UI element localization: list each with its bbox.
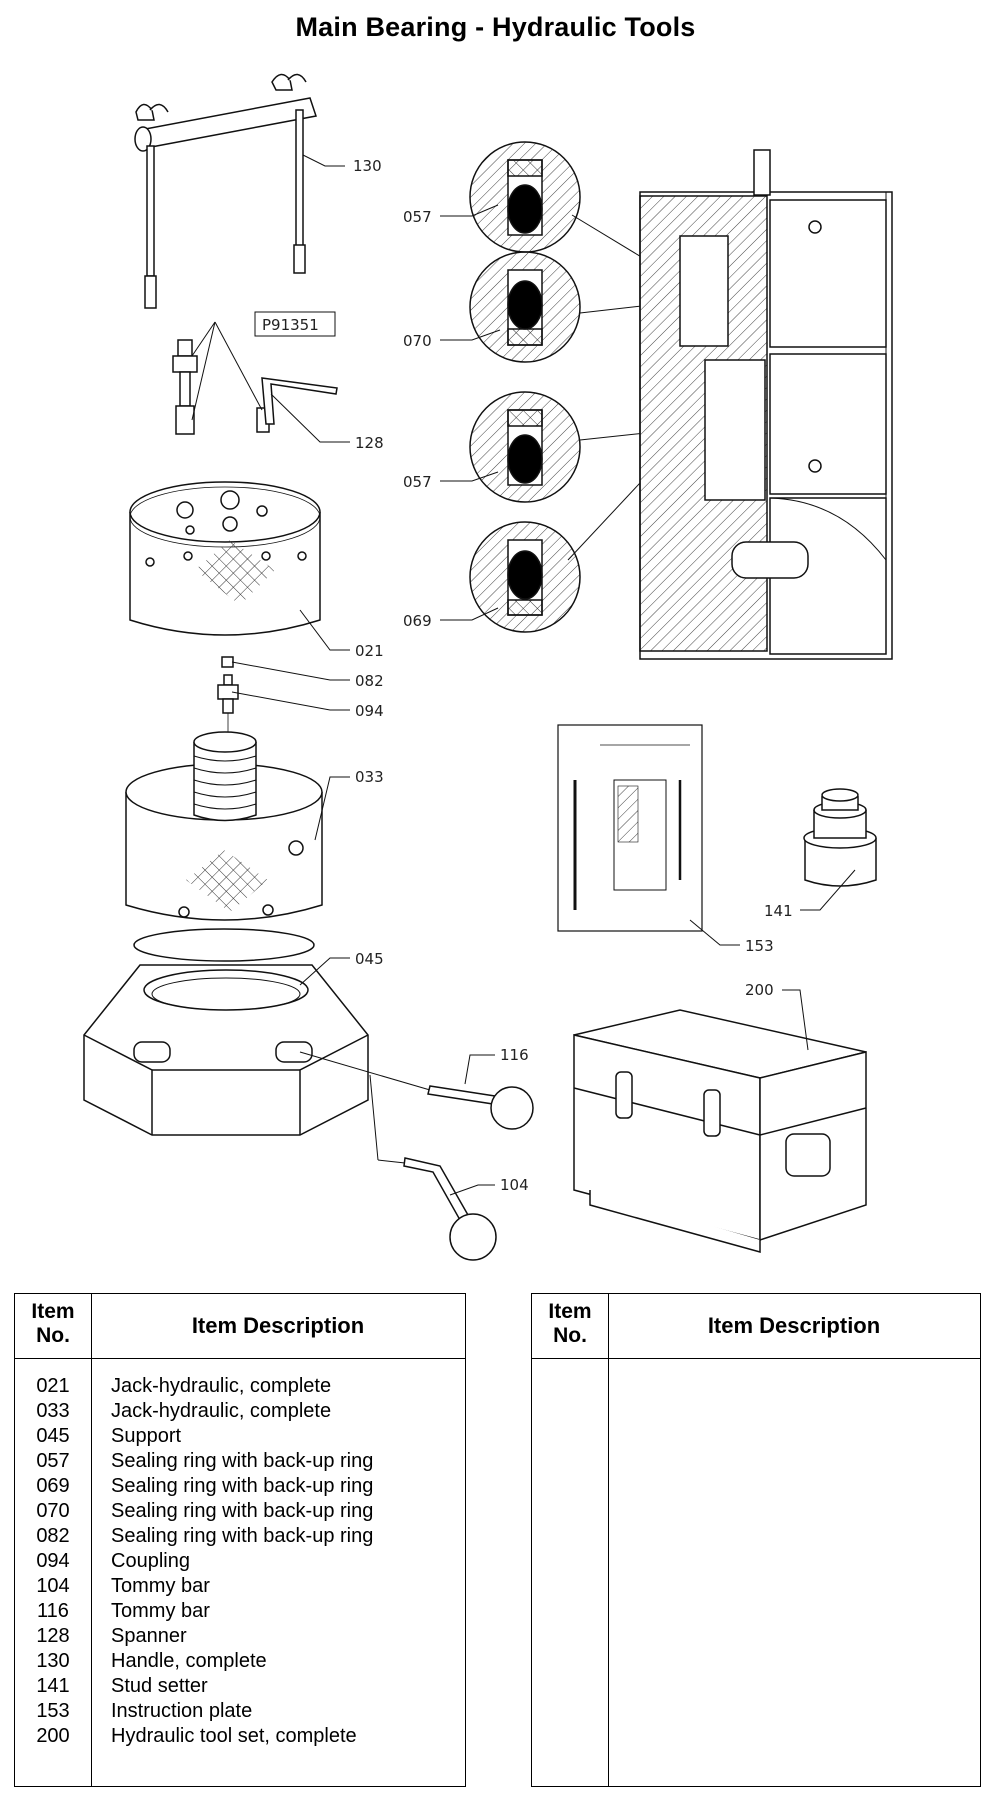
toolbox-200-drawing <box>573 1009 867 1253</box>
spanner-128-drawing <box>261 377 338 425</box>
exploded-parts-drawing: 130 P91351 128 021 082 094 033 045 116 1… <box>83 73 893 1261</box>
item-number: 094 <box>36 1550 70 1572</box>
tommy-bar-116-drawing <box>299 1051 534 1130</box>
item-description: Hydraulic tool set, complete <box>111 1725 357 1747</box>
callout-057-top: 057 <box>403 208 432 226</box>
item-description: Sealing ring with back-up ring <box>111 1475 374 1497</box>
item-description: Support <box>111 1425 182 1447</box>
callout-153: 153 <box>745 937 774 955</box>
handle-130-drawing <box>134 73 317 309</box>
item-description: Coupling <box>111 1550 190 1572</box>
item-number: 082 <box>36 1525 70 1547</box>
jack-033-drawing <box>125 731 323 962</box>
item-description: Jack-hydraulic, complete <box>111 1400 332 1422</box>
parts-table-right-header: Item No. Item Description <box>532 1294 980 1359</box>
table-row: 130 Handle, complete <box>15 1649 465 1674</box>
item-description: Sealing ring with back-up ring <box>111 1500 374 1522</box>
callout-082: 082 <box>355 672 384 690</box>
nipples-p91351-drawing <box>172 321 270 435</box>
item-description: Jack-hydraulic, complete <box>111 1375 332 1397</box>
callout-033: 033 <box>355 768 384 786</box>
table-row: 070 Sealing ring with back-up ring <box>15 1499 465 1524</box>
item-number: 130 <box>36 1650 70 1672</box>
item-number: 057 <box>36 1450 70 1472</box>
item-description: Spanner <box>111 1625 187 1647</box>
item-number: 021 <box>36 1375 70 1397</box>
table-row: 116 Tommy bar <box>15 1599 465 1624</box>
table-row: 057 Sealing ring with back-up ring <box>15 1449 465 1474</box>
callout-021: 021 <box>355 642 384 660</box>
table-row: 141 Stud setter <box>15 1674 465 1699</box>
callout-leaders <box>231 154 856 1196</box>
parts-table-left-header: Item No. Item Description <box>15 1294 465 1359</box>
callout-045: 045 <box>355 950 384 968</box>
callout-p91351: P91351 <box>262 316 319 334</box>
item-description: Handle, complete <box>111 1650 267 1672</box>
item-number: 033 <box>36 1400 70 1422</box>
item-description: Sealing ring with back-up ring <box>111 1525 374 1547</box>
tommy-bar-104-drawing <box>369 1074 497 1261</box>
callout-130: 130 <box>353 157 382 175</box>
item-number: 141 <box>36 1675 70 1697</box>
stud-setter-141-drawing <box>803 788 877 887</box>
table-row: 104 Tommy bar <box>15 1574 465 1599</box>
jack-section-view <box>639 149 893 660</box>
callout-070: 070 <box>403 332 432 350</box>
callout-094: 094 <box>355 702 384 720</box>
item-number: 200 <box>36 1725 70 1747</box>
table-row: 045 Support <box>15 1424 465 1449</box>
item-number: 153 <box>36 1700 70 1722</box>
header-item-description: Item Description <box>191 1313 365 1338</box>
header-item-no: Item No. <box>548 1300 592 1347</box>
coupling-094-drawing <box>217 656 239 735</box>
page-title: Main Bearing - Hydraulic Tools <box>295 12 696 42</box>
item-number: 045 <box>36 1425 70 1447</box>
parts-table-right: Item No. Item Description <box>531 1293 981 1787</box>
table-row: 153 Instruction plate <box>15 1699 465 1724</box>
instruction-plate-153-drawing <box>557 724 703 932</box>
item-description: Instruction plate <box>111 1700 253 1722</box>
table-row: 069 Sealing ring with back-up ring <box>15 1474 465 1499</box>
item-number: 104 <box>36 1575 70 1597</box>
callout-104: 104 <box>500 1176 529 1194</box>
header-item-no: Item No. <box>31 1300 75 1347</box>
callout-116: 116 <box>500 1046 529 1064</box>
callout-141: 141 <box>764 902 793 920</box>
item-number: 069 <box>36 1475 70 1497</box>
callout-057-bottom: 057 <box>403 473 432 491</box>
item-number: 070 <box>36 1500 70 1522</box>
callout-128: 128 <box>355 434 384 452</box>
table-row: 094 Coupling <box>15 1549 465 1574</box>
table-row: 033 Jack-hydraulic, complete <box>15 1399 465 1424</box>
callout-200: 200 <box>745 981 774 999</box>
header-item-description: Item Description <box>707 1313 881 1338</box>
item-description: Tommy bar <box>111 1575 210 1597</box>
support-045-drawing <box>83 964 369 1136</box>
table-row: 200 Hydraulic tool set, complete <box>15 1724 465 1749</box>
item-number: 128 <box>36 1625 70 1647</box>
item-description: Stud setter <box>111 1675 208 1697</box>
table-row: 021 Jack-hydraulic, complete <box>15 1374 465 1399</box>
callout-069: 069 <box>403 612 432 630</box>
item-number: 116 <box>37 1600 69 1622</box>
table-row: 082 Sealing ring with back-up ring <box>15 1524 465 1549</box>
table-row: 128 Spanner <box>15 1624 465 1649</box>
item-description: Tommy bar <box>111 1600 210 1622</box>
item-description: Sealing ring with back-up ring <box>111 1450 374 1472</box>
seal-detail-circles <box>469 141 695 633</box>
jack-021-drawing <box>129 481 321 636</box>
